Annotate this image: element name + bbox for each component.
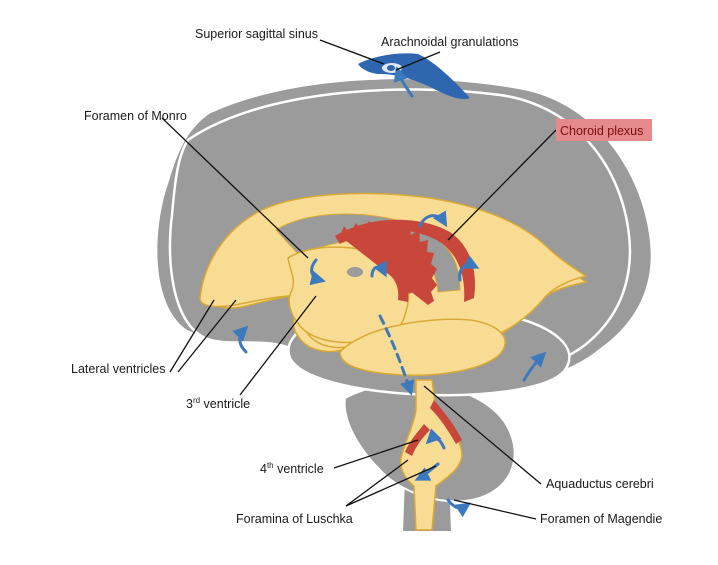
flow-arrow-icon — [309, 258, 326, 286]
flow-arrow-icon — [418, 210, 448, 228]
flow-arrow-icon — [414, 462, 440, 481]
labels: Superior sagittal sinus Arachnoidal gran… — [71, 27, 662, 526]
flow-arrow-icon — [446, 498, 471, 518]
label-foramina-of-luschka: Foramina of Luschka — [236, 512, 353, 526]
flow-arrow-icon — [425, 428, 446, 450]
flow-arrow-icon — [232, 325, 249, 354]
flow-arrow-icon — [370, 260, 387, 278]
label-aquaductus-cerebri: Aquaductus cerebri — [546, 477, 654, 491]
label-foramen-of-monro: Foramen of Monro — [84, 109, 187, 123]
label-lateral-ventricles: Lateral ventricles — [71, 362, 166, 376]
label-arachnoidal-granulations: Arachnoidal granulations — [381, 35, 519, 49]
flow-arrow-icon — [522, 351, 547, 382]
label-foramen-of-magendie: Foramen of Magendie — [540, 512, 662, 526]
flow-arrow-icon — [393, 66, 414, 98]
aqueduct-flow-dashed — [378, 314, 415, 396]
label-fourth-ventricle: 4th ventricle — [260, 461, 324, 476]
label-third-ventricle: 3rd ventricle — [186, 396, 250, 411]
label-choroid-plexus: Choroid plexus — [560, 124, 643, 138]
choroid-plexus-label-bg — [556, 119, 652, 141]
flow-arrow-icon — [458, 255, 480, 282]
leader-lines — [161, 39, 557, 520]
label-superior-sagittal-sinus: Superior sagittal sinus — [195, 27, 318, 41]
csf-flow-arrows — [232, 66, 547, 518]
